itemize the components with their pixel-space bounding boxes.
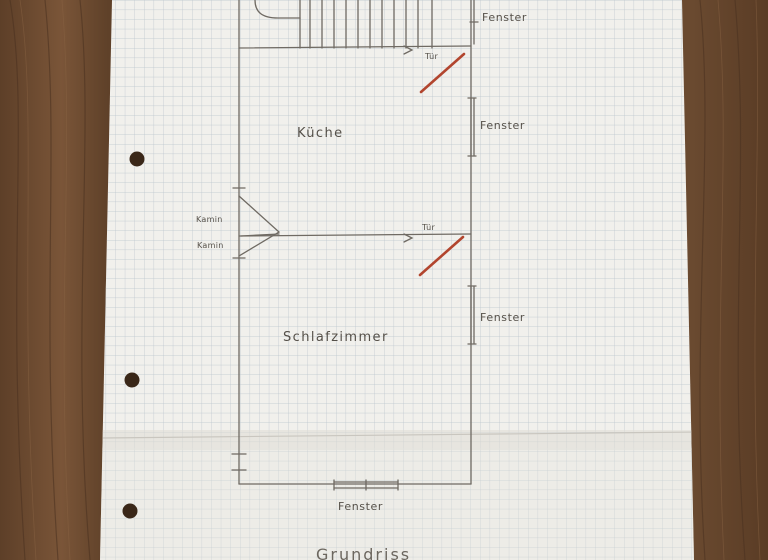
window-label-bedroom: Fenster [480, 311, 525, 324]
bedroom-door-swing [418, 235, 465, 277]
door-label-lower: Tür [422, 223, 436, 232]
punch-hole-bottom [122, 503, 138, 519]
window-label-kitchen: Fenster [480, 119, 525, 132]
window-label-bottom: Fenster [338, 500, 383, 513]
door-label-upper: Tür [425, 52, 439, 61]
plan-title: Grundriss [316, 545, 412, 560]
window-label-top: Fenster [482, 11, 527, 24]
punch-hole-top [129, 151, 145, 167]
punch-hole-middle [124, 372, 140, 388]
kitchen-door-swing [419, 52, 466, 94]
fireplace-label-lower: Kamin [197, 241, 224, 250]
room-label-kitchen: Küche [297, 126, 344, 141]
fireplace-label-upper: Kamin [196, 215, 223, 224]
room-label-bedroom: Schlafzimmer [283, 330, 389, 345]
